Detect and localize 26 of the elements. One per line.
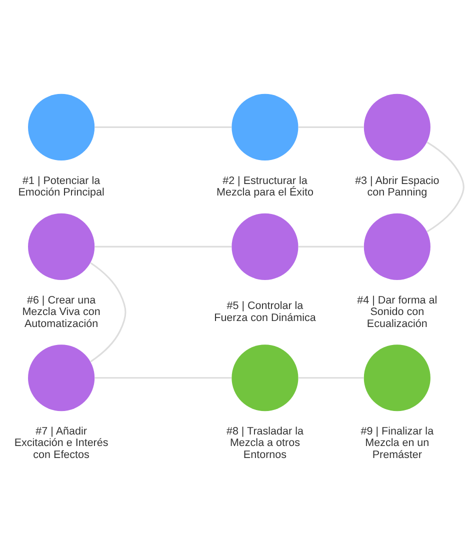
node-circle <box>28 344 95 412</box>
node-circle <box>364 344 430 412</box>
node-circle <box>232 213 298 280</box>
node-circle <box>232 344 298 412</box>
node-label: #4 | Dar forma al Sonido con Ecualización <box>357 294 438 330</box>
connector <box>90 262 126 362</box>
node-label: #1 | Potenciar la Emoción Principal <box>18 174 104 199</box>
node-label: #6 | Crear una Mezcla Viva con Automatización <box>22 294 100 330</box>
node-label: #7 | Añadir Excitación e Interés con Efectos <box>14 425 108 461</box>
node-circle <box>232 94 298 160</box>
node-label: #5 | Controlar la Fuerza con Dinámica <box>214 300 316 324</box>
node-circle <box>28 94 95 160</box>
connector <box>298 377 364 379</box>
node-circle <box>364 213 430 280</box>
connector <box>426 142 464 232</box>
connector <box>94 246 232 248</box>
node-circle <box>364 94 430 160</box>
connector <box>298 246 364 248</box>
connector <box>94 126 232 128</box>
node-label: #2 | Estructurar la Mezcla para el Éxito <box>216 174 314 199</box>
node-label: #8 | Trasladar la Mezcla a otros Entornos <box>226 425 304 461</box>
connector <box>94 377 232 379</box>
node-circle <box>28 213 95 280</box>
connector <box>298 126 364 128</box>
node-label: #9 | Finalizar la Mezcla en un Premáster <box>360 425 434 461</box>
node-label: #3 | Abrir Espacio con Panning <box>355 174 440 199</box>
